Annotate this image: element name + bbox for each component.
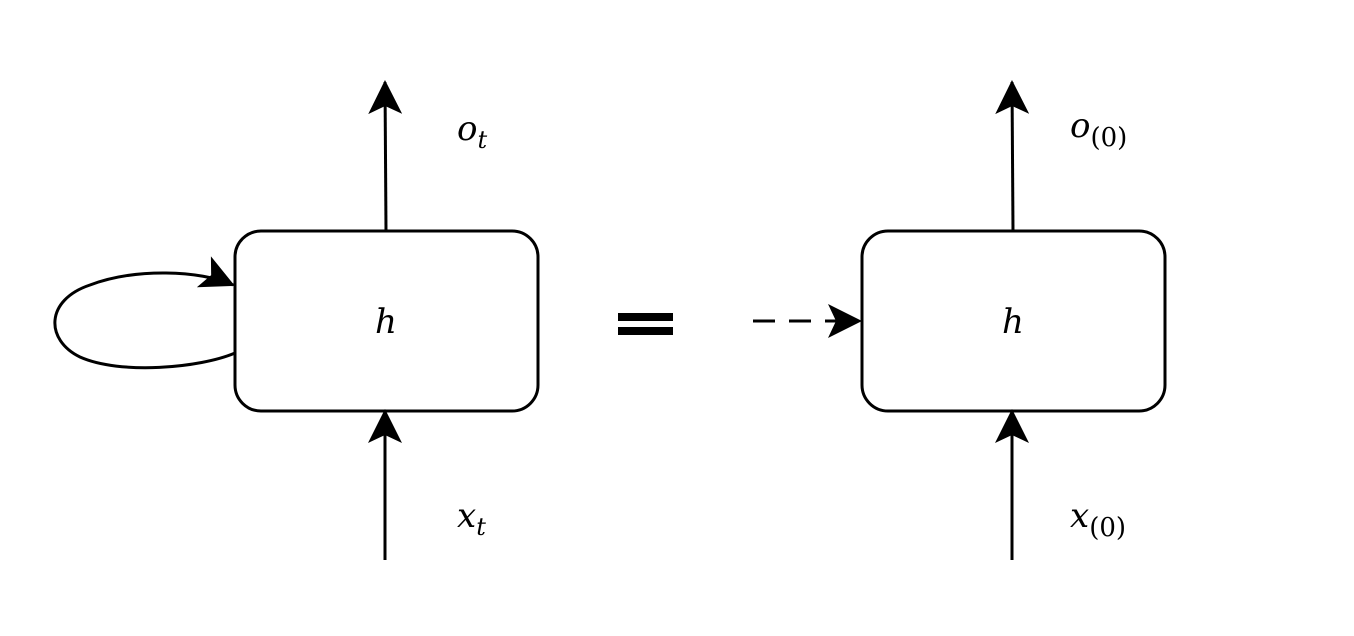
recurrent-self-loop [53,256,236,370]
folded-rnn-cell: h ot xt [53,80,540,560]
input-label: xt [457,496,486,541]
output-label: o(0) [1070,106,1127,153]
hidden-state-label: h [375,302,397,342]
output-arrow [368,80,403,232]
output-arrow [995,80,1030,232]
input-label: x(0) [1070,496,1126,543]
hidden-state-label: h [1002,302,1024,342]
equals-sign: = [618,313,673,335]
output-label: ot [457,109,487,154]
unfolded-rnn-cell: h o(0) x(0) [753,80,1167,560]
